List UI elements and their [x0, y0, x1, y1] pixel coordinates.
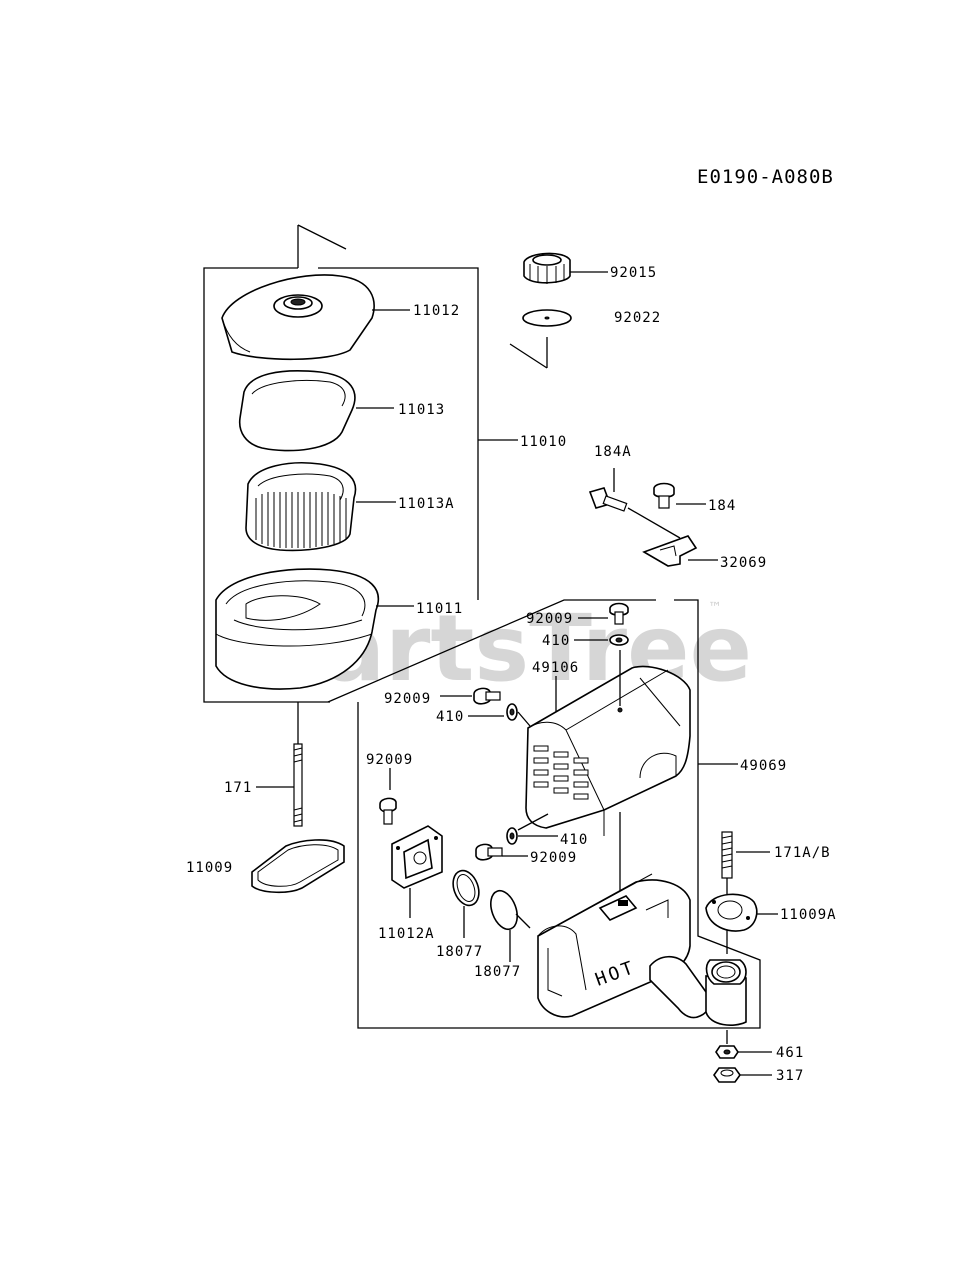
fuel-cap-part	[523, 252, 571, 284]
label-92022: 92022	[614, 310, 661, 326]
label-11012A: 11012A	[378, 926, 435, 942]
cap-gasket-part	[522, 309, 572, 327]
label-11009: 11009	[186, 860, 233, 876]
label-11012: 11012	[413, 303, 460, 319]
stud-171-part	[293, 743, 303, 827]
screw-92009-left-part	[473, 687, 501, 705]
label-171: 171	[224, 780, 252, 796]
washer-410-left-part	[506, 703, 518, 721]
label-92009-top: 92009	[526, 611, 573, 627]
screw-92009-bottom-part	[475, 843, 503, 861]
gasket-11009-part	[251, 839, 345, 894]
exhaust-pipe-part	[649, 955, 747, 1026]
exhaust-flange-part	[391, 825, 443, 889]
label-184A: 184A	[594, 444, 632, 460]
label-184: 184	[708, 498, 736, 514]
gasket-18077-a-part	[452, 869, 480, 907]
label-410-left: 410	[436, 709, 464, 725]
bolt-184-part	[653, 482, 675, 509]
label-49069: 49069	[740, 758, 787, 774]
label-171AB: 171A/B	[774, 845, 831, 861]
label-317: 317	[776, 1068, 804, 1084]
screw-92009-top-part	[609, 602, 629, 625]
washer-410-bottom-part	[506, 827, 518, 845]
label-11013: 11013	[398, 402, 445, 418]
gasket-18077-b-part	[490, 889, 518, 931]
label-11013A: 11013A	[398, 496, 455, 512]
label-92009-mid: 92009	[366, 752, 413, 768]
nut-461-part	[715, 1045, 739, 1059]
muffler-group-frame	[327, 599, 761, 1029]
gasket-11009A-part	[705, 893, 758, 932]
washer-410-top-part	[609, 634, 629, 646]
heat-shield-part	[525, 665, 691, 836]
label-49106: 49106	[532, 660, 579, 676]
bolt-184A-part	[588, 487, 628, 512]
bracket-32069-part	[642, 535, 698, 567]
label-92015: 92015	[610, 265, 657, 281]
label-32069: 32069	[720, 555, 767, 571]
label-92009-left: 92009	[384, 691, 431, 707]
diagram-code: E0190-A080B	[697, 166, 834, 188]
label-18077-a: 18077	[436, 944, 483, 960]
screw-92009-mid-part	[379, 797, 397, 825]
filter-element-part	[245, 462, 357, 552]
label-18077-b: 18077	[474, 964, 521, 980]
label-11010: 11010	[520, 434, 567, 450]
label-461: 461	[776, 1045, 804, 1061]
nut-317-part	[713, 1067, 741, 1083]
air-cleaner-cover-part	[221, 274, 375, 361]
stud-171AB-part	[721, 831, 733, 879]
label-410-bottom: 410	[560, 832, 588, 848]
label-410-top: 410	[542, 633, 570, 649]
label-11011: 11011	[416, 601, 463, 617]
label-92009-bottom: 92009	[530, 850, 577, 866]
air-cleaner-base-part	[215, 568, 380, 690]
air-cleaner-group-frame	[203, 224, 518, 703]
label-11009A: 11009A	[780, 907, 837, 923]
watermark-trademark: ™	[708, 600, 722, 616]
pre-filter-part	[238, 370, 356, 452]
